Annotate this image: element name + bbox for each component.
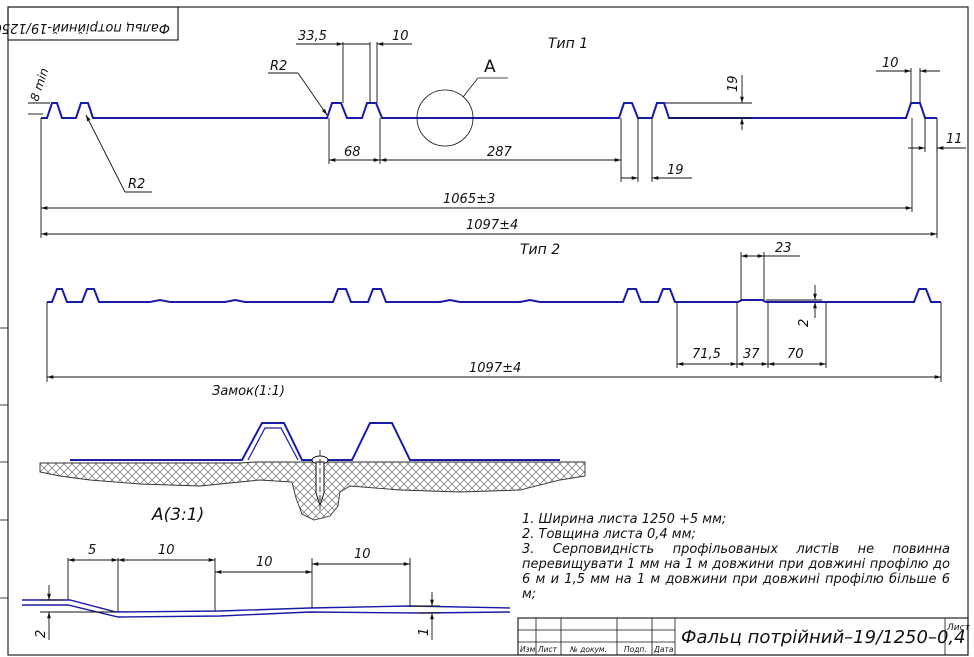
dim-68: 68 [344, 145, 361, 160]
type1-label: Тип 1 [548, 36, 588, 52]
lock-profile-inner [247, 427, 299, 461]
type2-profile [47, 288, 941, 303]
type2-label: Тип 2 [520, 242, 560, 258]
dim-detail-1: 1 [417, 628, 432, 636]
tb-drawing-title: Фальц потрійний–19/1250–0,4 [681, 627, 966, 648]
dim-r2-top: R2 [270, 59, 287, 74]
dim-71-5: 71,5 [692, 347, 721, 362]
mirrored-stamp-box [7, 6, 179, 41]
dim-33-5: 33,5 [298, 29, 327, 44]
dim-19-h: 19 [726, 75, 741, 92]
technical-notes: 1. Ширина листа 1250 +5 мм; 2. Товщина л… [522, 512, 950, 602]
dim-70: 70 [787, 347, 804, 362]
tb-header-doc: № докум. [569, 645, 607, 654]
tb-header-sign: Подп. [624, 645, 647, 654]
dim-detail-10a: 10 [158, 543, 175, 558]
lock-hatched-section [39, 461, 586, 521]
detail-circle-a [416, 89, 474, 147]
dim-8min: 8 min [28, 66, 52, 103]
lock-label: Замок(1:1) [212, 384, 285, 399]
dim-1097: 1097±4 [466, 218, 518, 233]
detail-a-marker: A [484, 57, 496, 77]
lock-profile [70, 422, 560, 461]
dim-r2-bottom-leader [85, 114, 126, 193]
dim-23: 23 [775, 241, 792, 256]
dim-10-left: 10 [392, 29, 409, 44]
mirrored-stamp-text: Фальц потрійний-19/1250-0,4 [0, 20, 170, 35]
tb-sheet-label: Лист [946, 623, 971, 633]
dim-1065: 1065±3 [443, 192, 495, 207]
dim-19-bottom: 19 [667, 163, 684, 178]
dim-11: 11 [946, 132, 963, 147]
note-3: 3. Серповидність профільованых листів не… [522, 542, 950, 602]
detail-label: А(3:1) [151, 505, 204, 525]
dim-detail-10c: 10 [354, 547, 371, 562]
screw-shank [315, 461, 325, 507]
note-1: 1. Ширина листа 1250 +5 мм; [522, 512, 727, 527]
dim-2-t2: 2 [797, 319, 812, 327]
dim-287: 287 [487, 145, 513, 160]
type1-profile [41, 102, 937, 119]
sheet-frame [7, 6, 969, 656]
detail-a-leader [462, 77, 479, 98]
dim-r2-bottom: R2 [128, 177, 145, 192]
dim-r2-top-leader [297, 72, 328, 116]
title-block [517, 617, 969, 656]
dim-1097-t2: 1097±4 [469, 361, 521, 376]
tb-header-date: Дата [653, 645, 674, 654]
tb-header-list: Лист [537, 645, 558, 654]
dim-detail-5: 5 [88, 543, 96, 558]
dim-detail-10b: 10 [256, 555, 273, 570]
tb-header-izm: Изм. [520, 645, 538, 654]
dim-10-right: 10 [882, 56, 899, 71]
dim-detail-2: 2 [34, 630, 49, 638]
dim-37: 37 [743, 347, 760, 362]
note-2: 2. Товщина листа 0,4 мм; [522, 527, 696, 542]
